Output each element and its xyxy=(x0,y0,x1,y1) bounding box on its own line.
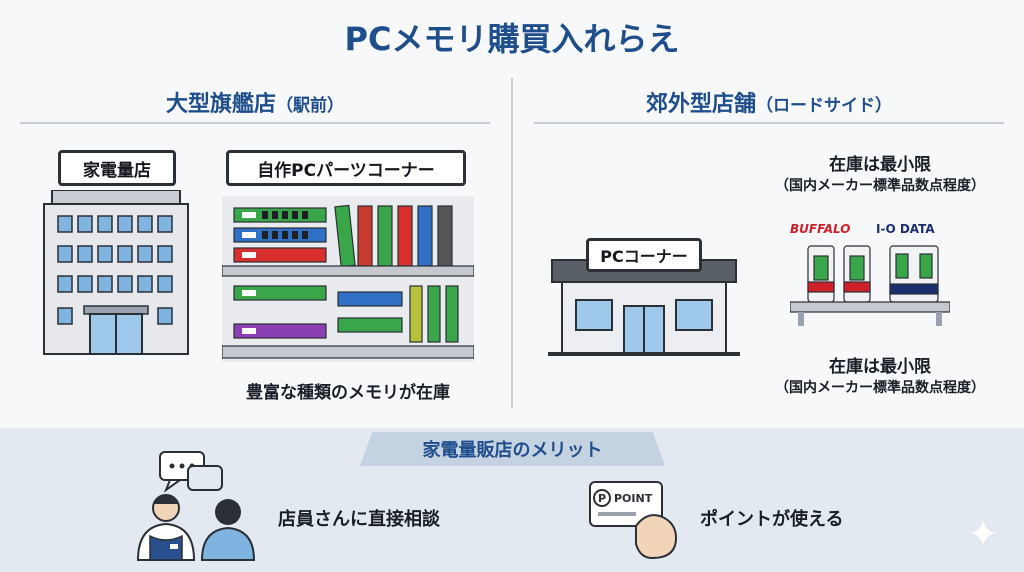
staff-icon xyxy=(136,494,196,561)
stock-bottom-line2: （国内メーカー標準品数点程度） xyxy=(775,380,985,396)
stock-note-bottom: 在庫は最小限 （国内メーカー標準品数点程度） xyxy=(744,352,1016,397)
benefit-points: ポイントが使える xyxy=(700,509,844,530)
stock-note-top: 在庫は最小限 （国内メーカー標準品数点程度） xyxy=(744,150,1016,195)
left-rule xyxy=(20,122,490,124)
office-building-icon xyxy=(43,190,189,355)
point-card-label: POINT xyxy=(614,492,653,505)
left-section-title: 大型旗艦店（駅前） xyxy=(20,86,490,118)
right-section-title: 郊外型店舗（ロードサイド） xyxy=(534,86,1004,118)
memory-shelf-icon xyxy=(222,196,474,362)
store-sign: 家電量店 xyxy=(58,150,176,186)
shop-icon xyxy=(548,259,740,356)
customer-icon xyxy=(200,499,256,561)
page-title: PCメモリ購買入れらえ xyxy=(344,20,680,58)
brand-buffalo: BUFFALO xyxy=(790,222,851,236)
pc-corner-sign: PCコーナー xyxy=(586,238,702,272)
stock-top-line2: （国内メーカー標準品数点程度） xyxy=(775,178,985,194)
brand-iodata: I-O DATA xyxy=(876,222,935,236)
right-heading-sub: （ロードサイド） xyxy=(756,96,892,116)
benefit-consult: 店員さんに直接相談 xyxy=(278,509,440,530)
point-card-glyph: P xyxy=(598,492,606,505)
right-heading: 郊外型店舗 xyxy=(645,92,756,117)
sparkle-icon xyxy=(970,520,996,546)
memory-package-icon xyxy=(790,245,950,326)
staff-consult-illustration xyxy=(136,451,256,561)
left-heading: 大型旗艦店 xyxy=(165,92,276,117)
point-card-icon: P POINT xyxy=(589,481,678,560)
center-divider xyxy=(511,78,513,408)
stock-top-line1: 在庫は最小限 xyxy=(829,155,931,175)
parts-corner-sign: 自作PCパーツコーナー xyxy=(226,150,466,186)
left-heading-sub: （駅前） xyxy=(276,96,344,116)
stock-bottom-line1: 在庫は最小限 xyxy=(829,357,931,377)
benefits-ribbon: 家電量販店のメリット xyxy=(360,432,665,466)
left-caption: 豊富な種類のメモリが在庫 xyxy=(246,383,450,403)
speech-bubble-icon xyxy=(159,451,223,493)
right-rule xyxy=(534,122,1004,124)
